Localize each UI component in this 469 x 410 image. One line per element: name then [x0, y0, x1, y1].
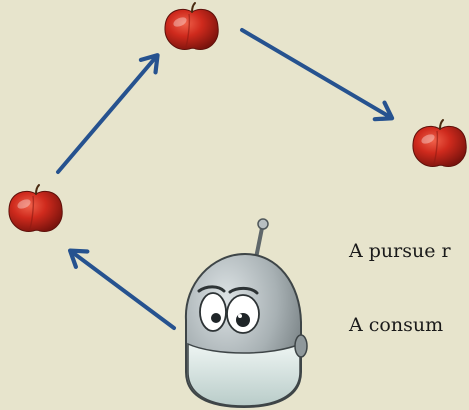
apple-icon [163, 2, 220, 51]
apple-icon [7, 184, 64, 233]
caption-consume: A consum [349, 314, 444, 336]
arrow-left-to-top [56, 53, 160, 174]
robot-icon [184, 218, 308, 409]
arrow-robot-to-left [67, 248, 176, 330]
arrow-top-to-right [240, 28, 395, 122]
caption-pursue: A pursue r [349, 240, 451, 262]
apple-icon [411, 119, 468, 168]
